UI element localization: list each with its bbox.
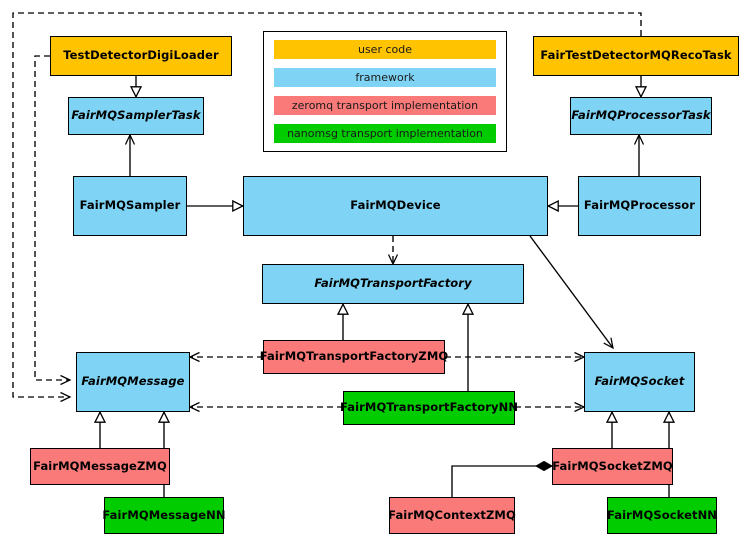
class-node-fairtestdetectormqrecotask[interactable]: FairTestDetectorMQRecoTask <box>533 36 739 76</box>
class-node-fairmqsamplertask[interactable]: FairMQSamplerTask <box>68 97 204 135</box>
legend-item-framework: framework <box>274 68 496 87</box>
legend-panel: user code framework zeromq transport imp… <box>263 31 507 152</box>
class-node-fairmqcontextzmq[interactable]: FairMQContextZMQ <box>388 497 516 534</box>
class-node-fairmqdevice[interactable]: FairMQDevice <box>243 176 548 236</box>
legend-item-user-code: user code <box>274 40 496 59</box>
class-node-fairmqtransportfactoryzmq[interactable]: FairMQTransportFactoryZMQ <box>260 340 448 374</box>
class-node-fairmqmessagezmq[interactable]: FairMQMessageZMQ <box>30 448 170 485</box>
class-node-testdetectordigiloader[interactable]: TestDetectorDigiLoader <box>50 36 232 76</box>
class-node-fairmqsampler[interactable]: FairMQSampler <box>73 176 187 236</box>
edge-recotask-to-message <box>12 12 642 403</box>
class-node-fairmqsocketzmq[interactable]: FairMQSocketZMQ <box>552 448 673 485</box>
class-node-fairmqmessagenn[interactable]: FairMQMessageNN <box>102 497 226 534</box>
class-node-fairmqtransportfactorynn[interactable]: FairMQTransportFactoryNN <box>340 391 518 425</box>
class-node-fairmqprocessor[interactable]: FairMQProcessor <box>578 176 701 236</box>
edge-contextzmq-to-socketzmq <box>451 460 554 497</box>
legend-item-zeromq: zeromq transport implementation <box>274 96 496 115</box>
edge-device-to-socket <box>529 235 614 350</box>
class-node-fairmqmessage[interactable]: FairMQMessage <box>76 352 190 412</box>
class-node-fairmqsocket[interactable]: FairMQSocket <box>584 352 695 412</box>
class-node-fairmqprocessortask[interactable]: FairMQProcessorTask <box>570 97 712 135</box>
edge-digiloader-to-message <box>34 55 72 386</box>
class-node-fairmqsocketnn[interactable]: FairMQSocketNN <box>607 497 717 534</box>
class-node-fairmqtransportfactory[interactable]: FairMQTransportFactory <box>262 264 524 304</box>
legend-item-nanomsg: nanomsg transport implementation <box>274 124 496 143</box>
